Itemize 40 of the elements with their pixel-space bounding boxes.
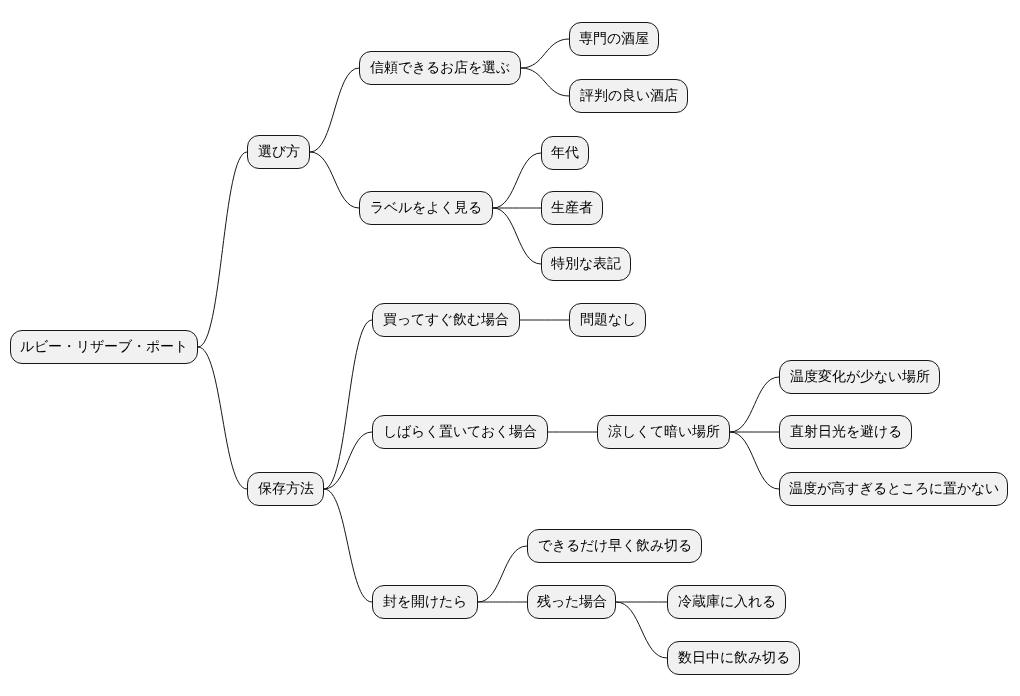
connector-line [197, 346, 248, 490]
connector-line [309, 67, 360, 153]
topic-box: 信頼できるお店を選ぶ [359, 51, 521, 85]
connector-line [519, 319, 570, 321]
topic-box: できるだけ早く飲み切る [527, 529, 702, 563]
connector-line [492, 207, 542, 265]
connector-line [615, 601, 668, 659]
connector-line [520, 67, 570, 97]
topic-box: ラベルをよく見る [359, 191, 493, 225]
topic-box: 温度が高すぎるところに置かない [779, 472, 1008, 506]
connector-line [323, 488, 373, 603]
connector-line [477, 601, 528, 603]
connector-line [309, 151, 360, 209]
topic-box: 保存方法 [247, 472, 324, 506]
topic-box: 封を開けたら [372, 585, 478, 619]
topic-box: 残った場合 [527, 585, 616, 619]
topic-box: 専門の酒屋 [569, 22, 659, 56]
topic-box: 特別な表記 [541, 247, 631, 281]
connector-line [547, 431, 598, 433]
topic-box: しばらく置いておく場合 [372, 415, 548, 449]
connector-line [197, 151, 248, 348]
topic-box: 温度変化が少ない場所 [779, 360, 940, 394]
topic-box: 冷蔵庫に入れる [667, 585, 786, 619]
connector-line [615, 601, 668, 603]
topic-box: 問題なし [569, 303, 646, 337]
topic-box: 選び方 [247, 135, 310, 169]
topic-box: 年代 [541, 136, 589, 170]
topic-box: 生産者 [541, 191, 603, 225]
connector-line [323, 319, 373, 490]
topic-box: 買ってすぐ飲む場合 [372, 303, 520, 337]
topic-box: ルビー・リザーブ・ポート [10, 330, 198, 364]
connector-line [492, 207, 542, 209]
connector-line [520, 38, 570, 69]
topic-box: 直射日光を避ける [779, 415, 912, 449]
topic-box: 涼しくて暗い場所 [597, 415, 730, 449]
topic-box: 評判の良い酒店 [569, 79, 688, 113]
topic-box: 数日中に飲み切る [667, 641, 800, 675]
connector-line [729, 431, 780, 433]
connector-line [729, 431, 780, 490]
connector-line [323, 431, 373, 490]
